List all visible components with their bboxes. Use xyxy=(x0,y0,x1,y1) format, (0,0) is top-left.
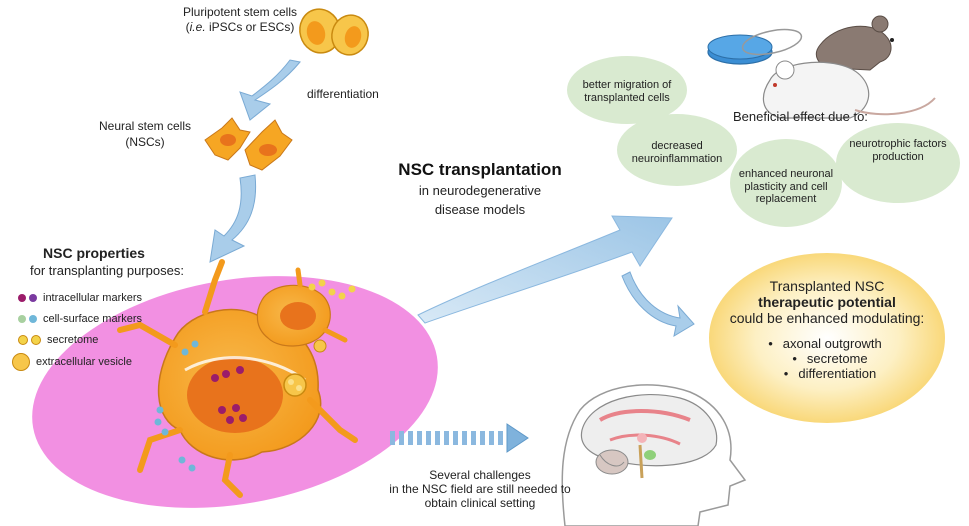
nsc-down-arrow xyxy=(209,174,257,263)
challenges-text: Several challenges in the NSC field are … xyxy=(360,468,600,510)
neural-stem-cells-illustration xyxy=(204,117,293,171)
large-nsc-cell xyxy=(117,259,358,498)
pluripotent-label-line2: (i.e. iPSCs or ESCs) xyxy=(185,20,295,34)
bubble-plasticity-line2: plasticity and cell xyxy=(744,180,828,193)
potential-line3: could be enhanced modulating: xyxy=(729,310,925,327)
legend-intracellular: intracellular markers xyxy=(18,292,142,304)
bubble-neuroinflammation-line2: neuroinflammation xyxy=(631,152,723,165)
bubble-neurotrophic-text: neurotrophic factors production xyxy=(843,138,953,163)
transplantation-arrow xyxy=(417,215,673,324)
bubble-neuroinflammation-text: decreased neuroinflammation xyxy=(625,140,729,165)
potential-text: Transplanted NSC therapeutic potential c… xyxy=(710,278,944,326)
mice-illustration xyxy=(762,15,936,119)
challenges-line3: obtain clinical setting xyxy=(424,495,536,510)
nsc-properties-title: NSC properties xyxy=(43,245,145,261)
bubble-neurotrophic xyxy=(836,123,960,203)
small-nsc-cell xyxy=(256,267,356,353)
bubble-plasticity-line1: enhanced neuronal xyxy=(738,168,834,180)
differentiation-arrow xyxy=(239,59,301,121)
nsc-properties-subtitle: for transplanting purposes: xyxy=(30,263,184,278)
petri-dish-illustration xyxy=(707,28,803,65)
transplantation-sub1: in neurodegenerative xyxy=(418,183,542,198)
pluripotent-ie: i.e. xyxy=(189,20,206,34)
nsc-label-line2: (NSCs) xyxy=(125,135,165,149)
legend-surface: cell-surface markers xyxy=(18,313,142,325)
pluripotent-cells-illustration xyxy=(299,8,369,56)
pluripotent-ipsc: iPSCs or ESCs) xyxy=(205,20,295,34)
beneficial-effect-label: Beneficial effect due to: xyxy=(733,109,868,124)
legend-vesicle-label: extracellular vesicle xyxy=(36,356,132,368)
bubble-plasticity-line3: replacement xyxy=(755,193,817,206)
bubble-plasticity xyxy=(730,139,842,227)
differentiation-label: differentiation xyxy=(307,87,379,101)
legend-surface-label: cell-surface markers xyxy=(43,313,143,325)
bubble-migration-line1: better migration of xyxy=(582,79,672,91)
legend-surface-swatch xyxy=(18,315,37,323)
bubble-migration-line2: transplanted cells xyxy=(584,91,670,104)
transplantation-sub2: disease models xyxy=(434,202,526,217)
legend-vesicle: extracellular vesicle xyxy=(12,353,132,371)
challenges-dashed-arrow xyxy=(390,423,529,453)
bubble-neuroinflammation xyxy=(617,114,737,186)
nsc-label-line1: Neural stem cells xyxy=(98,119,192,133)
bubble-plasticity-text: enhanced neuronal plasticity and cell re… xyxy=(736,168,836,206)
potential-item-axonal: axonal outgrowth xyxy=(750,336,900,351)
legend-secretome-label: secretome xyxy=(47,334,99,346)
legend-secretome: secretome xyxy=(18,334,98,346)
potential-list: axonal outgrowth secretome differentiati… xyxy=(760,336,900,381)
bubble-migration-text: better migration of transplanted cells xyxy=(577,79,677,104)
challenges-line2: in the NSC field are still needed to xyxy=(389,481,571,496)
brain-illustration xyxy=(561,384,747,526)
bubble-neurotrophic-line1: neurotrophic factors xyxy=(849,138,947,150)
bubble-migration xyxy=(567,56,687,124)
challenges-line1: Several challenges xyxy=(429,468,531,482)
pluripotent-label-line1: Pluripotent stem cells xyxy=(182,5,298,19)
potential-line1: Transplanted NSC xyxy=(769,278,885,294)
potential-item-differentiation: differentiation xyxy=(760,366,900,381)
legend-vesicle-swatch xyxy=(12,353,30,371)
potential-item-secretome: secretome xyxy=(760,351,900,366)
legend-intracellular-swatch xyxy=(18,294,37,302)
potential-arrow xyxy=(621,271,695,338)
legend-intracellular-label: intracellular markers xyxy=(43,292,143,304)
legend-secretome-swatch xyxy=(18,335,41,345)
potential-line2: therapeutic potential xyxy=(758,294,896,311)
bubble-neurotrophic-line2: production xyxy=(872,150,924,163)
transplantation-title: NSC transplantation xyxy=(398,160,562,179)
bubble-neuroinflammation-line1: decreased xyxy=(651,140,703,152)
